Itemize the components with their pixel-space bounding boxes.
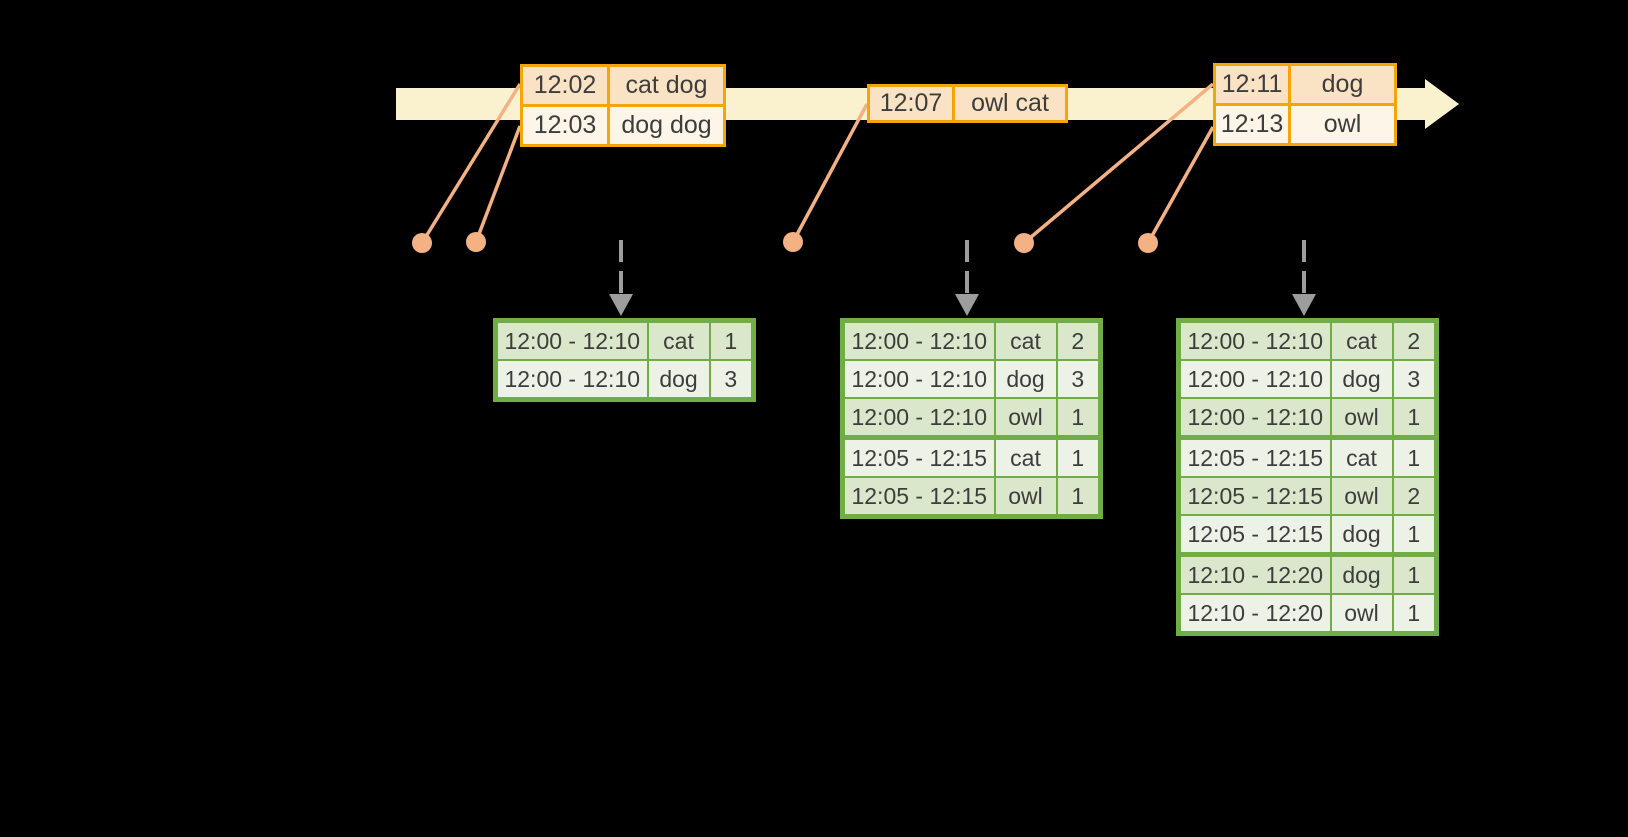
count-cell: 1	[1391, 553, 1438, 595]
event-time-cell: 12:03	[523, 107, 607, 144]
count-cell: 1	[708, 319, 755, 361]
count-cell: 3	[1391, 359, 1438, 399]
trigger-arrowhead-icon	[955, 294, 979, 316]
word-cell: dog	[993, 359, 1058, 399]
word-cell: owl	[993, 476, 1058, 518]
window-cell: 12:00 - 12:10	[841, 359, 996, 399]
table-row: 12:05 - 12:15 owl 1	[841, 476, 1102, 518]
word-cell: cat	[1329, 319, 1394, 361]
window-cell: 12:00 - 12:10	[494, 359, 649, 401]
event-dot	[1014, 233, 1034, 253]
window-cell: 12:00 - 12:10	[1177, 397, 1332, 440]
window-cell: 12:00 - 12:10	[1177, 319, 1332, 361]
word-cell: owl	[1329, 476, 1394, 516]
trigger-arrowhead-icon	[609, 294, 633, 316]
window-cell: 12:05 - 12:15	[841, 436, 996, 478]
event-time-cell: 12:07	[870, 87, 952, 120]
event-dot	[466, 232, 486, 252]
event-dot	[412, 233, 432, 253]
window-cell: 12:10 - 12:20	[1177, 553, 1332, 595]
count-cell: 1	[1391, 593, 1438, 635]
count-cell: 3	[708, 359, 755, 401]
count-cell: 1	[1391, 397, 1438, 440]
event-time-cell: 12:13	[1216, 106, 1288, 143]
window-cell: 12:05 - 12:15	[1177, 514, 1332, 557]
word-cell: cat	[646, 319, 711, 361]
table-row: 12:00 - 12:10 dog 3	[494, 359, 755, 401]
word-cell: cat	[993, 436, 1058, 478]
word-cell: owl	[1329, 397, 1394, 440]
timeline-arrowhead-icon	[1425, 79, 1459, 129]
connector-line	[791, 103, 869, 243]
table-row: 12:00 - 12:10 owl 1	[841, 397, 1102, 440]
window-cell: 12:10 - 12:20	[1177, 593, 1332, 635]
count-cell: 3	[1055, 359, 1102, 399]
trigger-arrowhead-icon	[1292, 294, 1316, 316]
table-row: 12:00 - 12:10 cat 2	[841, 319, 1102, 361]
window-cell: 12:05 - 12:15	[1177, 476, 1332, 516]
window-cell: 12:00 - 12:10	[841, 319, 996, 361]
event-words-cell: dog dog	[610, 107, 723, 144]
word-cell: dog	[1329, 359, 1394, 399]
window-cell: 12:05 - 12:15	[1177, 436, 1332, 478]
window-cell: 12:00 - 12:10	[494, 319, 649, 361]
event-words-cell: dog	[1291, 66, 1394, 103]
event-dot	[1138, 233, 1158, 253]
event-words-cell: owl	[1291, 106, 1394, 143]
table-row: 12:00 - 12:10 dog 3	[1177, 359, 1438, 399]
result-table-2: 12:00 - 12:10 cat 2 12:00 - 12:10 dog 3 …	[840, 318, 1103, 519]
count-cell: 2	[1391, 319, 1438, 361]
connector-line	[1146, 126, 1215, 244]
count-cell: 1	[1391, 514, 1438, 557]
result-table-3: 12:00 - 12:10 cat 2 12:00 - 12:10 dog 3 …	[1176, 318, 1439, 636]
connector-line	[474, 125, 522, 243]
count-cell: 1	[1055, 436, 1102, 478]
word-cell: cat	[1329, 436, 1394, 478]
result-table-1: 12:00 - 12:10 cat 1 12:00 - 12:10 dog 3	[493, 318, 756, 402]
event-box-1207: 12:07 owl cat	[867, 84, 1068, 123]
event-words-cell: cat dog	[610, 67, 723, 104]
count-cell: 1	[1055, 476, 1102, 518]
event-box-1202-1203: 12:02 cat dog 12:03 dog dog	[520, 64, 726, 147]
count-cell: 2	[1391, 476, 1438, 516]
table-row: 12:00 - 12:10 owl 1	[1177, 397, 1438, 440]
event-words-cell: owl cat	[955, 87, 1065, 120]
table-row: 12:05 - 12:15 cat 1	[1177, 436, 1438, 478]
word-cell: dog	[1329, 514, 1394, 557]
word-cell: cat	[993, 319, 1058, 361]
window-cell: 12:00 - 12:10	[841, 397, 996, 440]
table-row: 12:10 - 12:20 owl 1	[1177, 593, 1438, 635]
table-row: 12:05 - 12:15 owl 2	[1177, 476, 1438, 516]
event-time-cell: 12:11	[1216, 66, 1288, 103]
table-row: 12:05 - 12:15 cat 1	[841, 436, 1102, 478]
event-box-1211-1213: 12:11 dog 12:13 owl	[1213, 63, 1397, 146]
connector-line	[420, 83, 522, 244]
count-cell: 1	[1055, 397, 1102, 440]
word-cell: dog	[646, 359, 711, 401]
window-cell: 12:00 - 12:10	[1177, 359, 1332, 399]
word-cell: dog	[1329, 553, 1394, 595]
word-cell: owl	[1329, 593, 1394, 635]
connector-line	[1022, 82, 1215, 245]
table-row: 12:00 - 12:10 cat 1	[494, 319, 755, 361]
count-cell: 1	[1391, 436, 1438, 478]
word-cell: owl	[993, 397, 1058, 440]
table-row: 12:00 - 12:10 dog 3	[841, 359, 1102, 399]
event-time-cell: 12:02	[523, 67, 607, 104]
table-row: 12:05 - 12:15 dog 1	[1177, 514, 1438, 557]
table-row: 12:00 - 12:10 cat 2	[1177, 319, 1438, 361]
count-cell: 2	[1055, 319, 1102, 361]
table-row: 12:10 - 12:20 dog 1	[1177, 553, 1438, 595]
window-cell: 12:05 - 12:15	[841, 476, 996, 518]
event-dot	[783, 232, 803, 252]
